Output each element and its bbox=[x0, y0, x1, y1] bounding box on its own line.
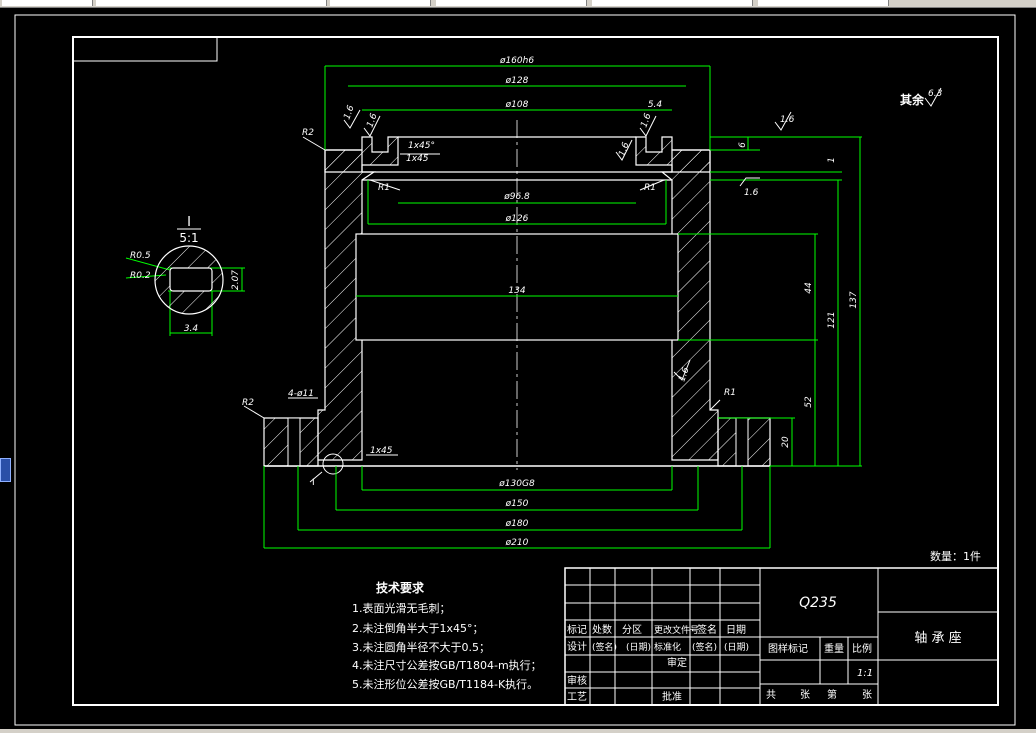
svg-text:5:1: 5:1 bbox=[179, 231, 198, 245]
svg-text:1.6: 1.6 bbox=[617, 141, 631, 158]
svg-text:R0.2: R0.2 bbox=[130, 271, 151, 281]
svg-text:3.4: 3.4 bbox=[184, 324, 199, 334]
svg-text:1.6: 1.6 bbox=[342, 104, 356, 121]
svg-text:5.未注形位公差按GB/T1184-K执行。: 5.未注形位公差按GB/T1184-K执行。 bbox=[352, 677, 538, 691]
svg-text:1.6: 1.6 bbox=[780, 115, 795, 125]
svg-text:张: 张 bbox=[862, 689, 872, 701]
svg-text:重量: 重量 bbox=[824, 642, 844, 655]
dim-44: 44 bbox=[804, 282, 814, 294]
svg-text:(签名): (签名) bbox=[692, 641, 717, 653]
lineweight-combo[interactable] bbox=[592, 0, 753, 6]
svg-text:R1: R1 bbox=[644, 183, 656, 193]
dim-d968: ø96.8 bbox=[503, 192, 530, 202]
svg-text:审定: 审定 bbox=[667, 656, 687, 669]
plotstyle-combo[interactable] bbox=[758, 0, 889, 6]
svg-text:处数: 处数 bbox=[592, 623, 612, 636]
svg-text:R1: R1 bbox=[378, 183, 390, 193]
dim-d210: ø210 bbox=[505, 538, 529, 548]
svg-text:(签名): (签名) bbox=[592, 641, 617, 653]
svg-text:4.未注尺寸公差按GB/T1804-m执行；: 4.未注尺寸公差按GB/T1804-m执行； bbox=[352, 658, 542, 672]
svg-text:1:1: 1:1 bbox=[857, 668, 873, 679]
detail-view: I 5:1 R0.5 R0.2 2.07 3.4 bbox=[130, 215, 241, 334]
svg-text:1x45°: 1x45° bbox=[408, 141, 435, 151]
svg-text:1x45: 1x45 bbox=[370, 446, 393, 456]
svg-text:设计: 设计 bbox=[567, 640, 587, 653]
svg-text:批准: 批准 bbox=[662, 690, 682, 703]
svg-text:图样标记: 图样标记 bbox=[768, 642, 808, 655]
svg-text:1.6: 1.6 bbox=[744, 188, 759, 198]
svg-text:I: I bbox=[187, 215, 191, 230]
svg-text:更改文件号: 更改文件号 bbox=[654, 624, 699, 636]
tech-title: 技术要求 bbox=[376, 580, 425, 595]
svg-text:共: 共 bbox=[766, 689, 776, 701]
dim-d128: ø128 bbox=[505, 76, 529, 86]
svg-text:2.07: 2.07 bbox=[231, 270, 241, 290]
dim-137: 137 bbox=[849, 291, 859, 308]
svg-text:R2: R2 bbox=[302, 128, 314, 138]
tech-requirements: 技术要求 1.表面光滑无毛刺； 2.未注倒角半大于1x45°； 3.未注圆角半径… bbox=[352, 580, 542, 691]
svg-text:1.6: 1.6 bbox=[677, 366, 691, 383]
cad-canvas[interactable]: ø160h6 ø128 ø108 5.4 ø96.8 ø126 134 ø130… bbox=[12, 12, 1022, 728]
svg-text:1.6: 1.6 bbox=[365, 112, 379, 129]
dim-20: 20 bbox=[781, 436, 791, 448]
svg-text:标记: 标记 bbox=[567, 624, 587, 636]
dim-d180: ø180 bbox=[505, 519, 529, 529]
svg-text:1x45: 1x45 bbox=[406, 154, 429, 164]
drawing-viewport[interactable]: ø160h6 ø128 ø108 5.4 ø96.8 ø126 134 ø130… bbox=[12, 12, 1022, 728]
detail-mark: I bbox=[312, 478, 315, 488]
svg-text:工艺: 工艺 bbox=[567, 691, 587, 703]
toolbar bbox=[0, 0, 1036, 8]
section-view bbox=[263, 120, 771, 483]
svg-text:第: 第 bbox=[827, 688, 837, 701]
quantity-note: 数量：1件 bbox=[930, 550, 981, 563]
svg-text:R1: R1 bbox=[724, 388, 736, 398]
outer-border bbox=[14, 14, 1016, 726]
dim-d126: ø126 bbox=[505, 214, 529, 224]
svg-text:R2: R2 bbox=[242, 398, 254, 408]
roughness-symbols bbox=[343, 87, 942, 381]
side-panel-tab[interactable] bbox=[0, 458, 11, 482]
layer-combo[interactable] bbox=[2, 0, 93, 6]
general-roughness: 其余 bbox=[900, 92, 925, 107]
dim-52: 52 bbox=[804, 396, 814, 408]
dim-121: 121 bbox=[827, 311, 837, 328]
svg-text:审核: 审核 bbox=[567, 674, 587, 687]
svg-text:(日期): (日期) bbox=[724, 642, 749, 653]
dimension-lines bbox=[125, 65, 862, 549]
dim-134: 134 bbox=[508, 286, 525, 296]
svg-text:比例: 比例 bbox=[852, 642, 872, 655]
svg-text:2.未注倒角半大于1x45°；: 2.未注倒角半大于1x45°； bbox=[352, 621, 484, 635]
part-name: 轴 承 座 bbox=[914, 631, 961, 646]
svg-text:(日期): (日期) bbox=[626, 642, 651, 653]
dim-d130: ø130G8 bbox=[498, 479, 535, 489]
material: Q235 bbox=[799, 595, 837, 611]
layer-state-combo[interactable] bbox=[96, 0, 327, 6]
title-block bbox=[564, 567, 999, 706]
svg-text:1: 1 bbox=[827, 157, 837, 163]
status-bar bbox=[0, 729, 1036, 733]
svg-text:1.6: 1.6 bbox=[639, 112, 653, 129]
holes-note: 4-ø11 bbox=[288, 389, 314, 399]
svg-text:R0.5: R0.5 bbox=[130, 251, 151, 261]
svg-text:3.未注圆角半径不大于0.5；: 3.未注圆角半径不大于0.5； bbox=[352, 640, 490, 654]
svg-text:分区: 分区 bbox=[622, 624, 642, 636]
dim-w54: 5.4 bbox=[648, 100, 663, 110]
color-combo[interactable] bbox=[330, 0, 431, 6]
svg-text:日期: 日期 bbox=[726, 624, 746, 636]
svg-text:1.表面光滑无毛刺；: 1.表面光滑无毛刺； bbox=[352, 601, 451, 615]
inner-border bbox=[72, 36, 999, 706]
dim-d108: ø108 bbox=[505, 100, 529, 110]
linetype-combo[interactable] bbox=[436, 0, 587, 6]
dim-d150: ø150 bbox=[505, 499, 529, 509]
dim-d160: ø160h6 bbox=[499, 56, 534, 66]
svg-text:张: 张 bbox=[800, 689, 810, 701]
code-box bbox=[72, 36, 218, 62]
svg-text:6: 6 bbox=[738, 142, 748, 148]
svg-text:标准化: 标准化 bbox=[654, 641, 681, 653]
svg-text:6.3: 6.3 bbox=[928, 89, 943, 99]
svg-text:签名: 签名 bbox=[697, 623, 717, 636]
